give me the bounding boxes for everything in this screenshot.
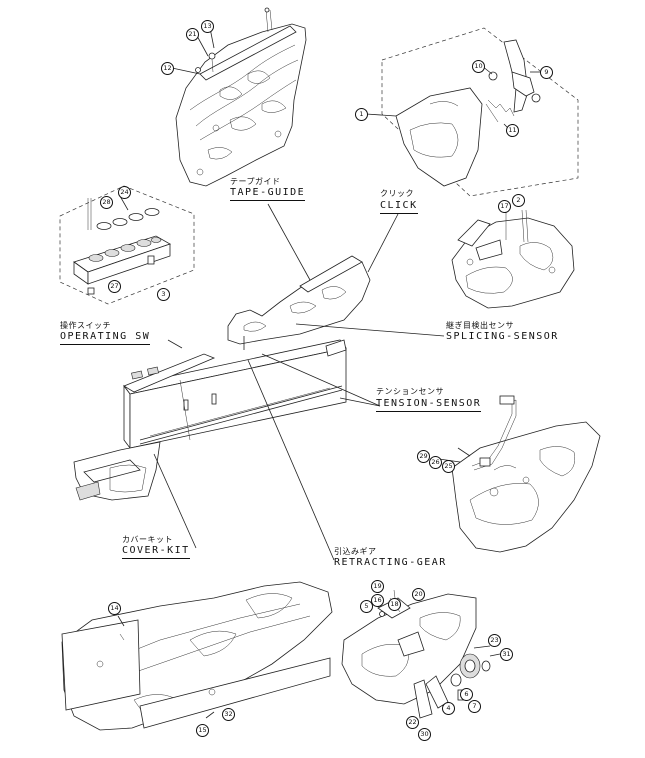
- leader-lines: [153, 203, 445, 561]
- callout-7: 7: [468, 700, 481, 713]
- tension-sensor-detail: [431, 395, 601, 553]
- splicing-sensor-detail: [451, 208, 575, 309]
- click-label-jp: クリック: [380, 189, 414, 198]
- callout-20: 20: [412, 588, 425, 601]
- callout-32: 32: [222, 708, 235, 721]
- callout-16: 16: [371, 594, 384, 607]
- operating-sw-label-jp: 操作スイッチ: [60, 321, 111, 330]
- tension-sensor-label-jp: テンションセンサ: [376, 387, 444, 396]
- callout-18: 18: [388, 598, 401, 611]
- retracting-gear-wheel: [459, 653, 481, 679]
- callout-31: 31: [500, 648, 513, 661]
- callout-27: 27: [108, 280, 121, 293]
- callout-24: 24: [118, 186, 131, 199]
- cover-kit-label-jp: カバーキット: [122, 535, 173, 544]
- callout-21: 21: [186, 28, 199, 41]
- callout-25: 25: [442, 460, 455, 473]
- callout-28: 28: [100, 196, 113, 209]
- tape-guide-detail: [171, 7, 307, 187]
- click-label: CLICK: [380, 201, 418, 214]
- cover-kit-detail: [61, 581, 333, 731]
- splicing-sensor-label-jp: 継ぎ目検出センサ: [446, 321, 514, 330]
- callout-2: 2: [512, 194, 525, 207]
- tension-sensor-label: TENSION-SENSOR: [376, 399, 482, 412]
- callout-10: 10: [472, 60, 485, 73]
- click-detail: [365, 27, 579, 197]
- callout-4: 4: [442, 702, 455, 715]
- callout-13: 13: [201, 20, 214, 33]
- callout-1: 1: [355, 108, 368, 121]
- callout-17: 17: [498, 200, 511, 213]
- operating-sw-label: OPERATING SW: [60, 332, 151, 345]
- tape-guide-label-jp: テープガイド: [230, 177, 281, 186]
- callout-15: 15: [196, 724, 209, 737]
- callout-6: 6: [460, 688, 473, 701]
- callout-23: 23: [488, 634, 501, 647]
- callout-11: 11: [506, 124, 519, 137]
- callout-26: 26: [429, 456, 442, 469]
- callout-3: 3: [157, 288, 170, 301]
- splicing-sensor-label: SPLICING-SENSOR: [446, 331, 559, 342]
- callout-12: 12: [161, 62, 174, 75]
- callout-30: 30: [418, 728, 431, 741]
- retracting-gear-detail: [341, 589, 501, 719]
- callout-5: 5: [360, 600, 373, 613]
- callout-9: 9: [540, 66, 553, 79]
- tape-guide-label: TAPE-GUIDE: [230, 188, 306, 201]
- callout-14: 14: [108, 602, 121, 615]
- retracting-gear-label-jp: 引込みギア: [334, 547, 377, 556]
- main-feeder: [73, 255, 371, 501]
- retracting-gear-label: RETRACTING-GEAR: [334, 557, 447, 568]
- callout-22: 22: [406, 716, 419, 729]
- callout-19: 19: [371, 580, 384, 593]
- callout-29: 29: [417, 450, 430, 463]
- operating-sw-detail: [59, 185, 195, 305]
- cover-kit-label: COVER-KIT: [122, 546, 190, 559]
